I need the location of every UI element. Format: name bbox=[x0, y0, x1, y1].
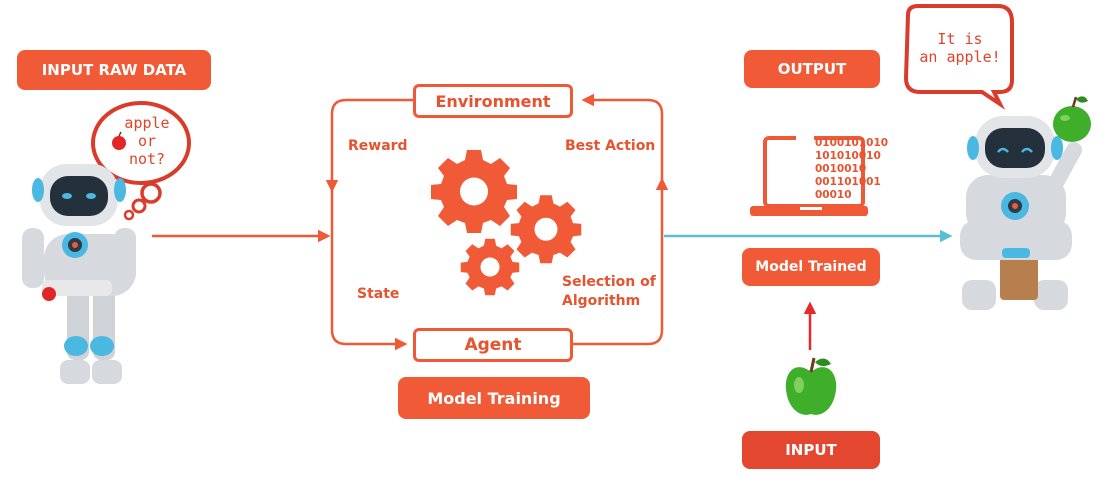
left-bubble-line: apple bbox=[124, 114, 170, 132]
input-badge: INPUT bbox=[742, 431, 880, 469]
robot-icon bbox=[960, 116, 1082, 310]
selection-line-2: Algorithm bbox=[562, 293, 641, 309]
binary-data: 0100101010 101010010 0010010 001101001 0… bbox=[815, 137, 888, 202]
input-raw-data-badge: INPUT RAW DATA bbox=[17, 50, 211, 90]
selection-line-1: Selection of bbox=[562, 274, 656, 290]
binary-line: 0100101010 bbox=[815, 137, 889, 149]
selection-of-algorithm-label: Selection of Algorithm bbox=[562, 273, 656, 311]
environment-box: Environment bbox=[413, 84, 573, 118]
binary-line: 101010010 bbox=[815, 150, 881, 162]
left-bubble-line: not? bbox=[128, 150, 166, 168]
reward-label: Reward bbox=[348, 138, 408, 154]
laptop-icon bbox=[750, 132, 868, 216]
left-bubble-line: or bbox=[137, 132, 157, 150]
model-trained-badge: Model Trained bbox=[742, 248, 880, 286]
binary-line: 001101001 bbox=[815, 176, 881, 188]
gears-icon bbox=[431, 150, 582, 296]
binary-line: 0010010 bbox=[815, 163, 867, 175]
training-loop bbox=[325, 93, 669, 351]
binary-line: 00010 bbox=[815, 189, 852, 201]
apple-icon bbox=[1053, 96, 1091, 142]
agent-box: Agent bbox=[413, 328, 573, 362]
state-label: State bbox=[357, 286, 400, 302]
right-bubble-line: an apple! bbox=[919, 48, 1001, 66]
right-bubble-text: It is an apple! bbox=[910, 30, 1010, 66]
thought-bubble-icon bbox=[91, 101, 191, 221]
robot-icon bbox=[22, 164, 136, 384]
left-bubble-text: apple or not? bbox=[118, 114, 176, 168]
best-action-label: Best Action bbox=[565, 138, 656, 154]
thought-bubble-icon bbox=[903, 4, 1014, 110]
model-training-badge: Model Training bbox=[398, 377, 590, 419]
apple-icon bbox=[785, 357, 837, 415]
right-bubble-line: It is bbox=[937, 30, 983, 48]
apple-icon bbox=[112, 131, 126, 150]
output-badge: OUTPUT bbox=[744, 50, 880, 88]
